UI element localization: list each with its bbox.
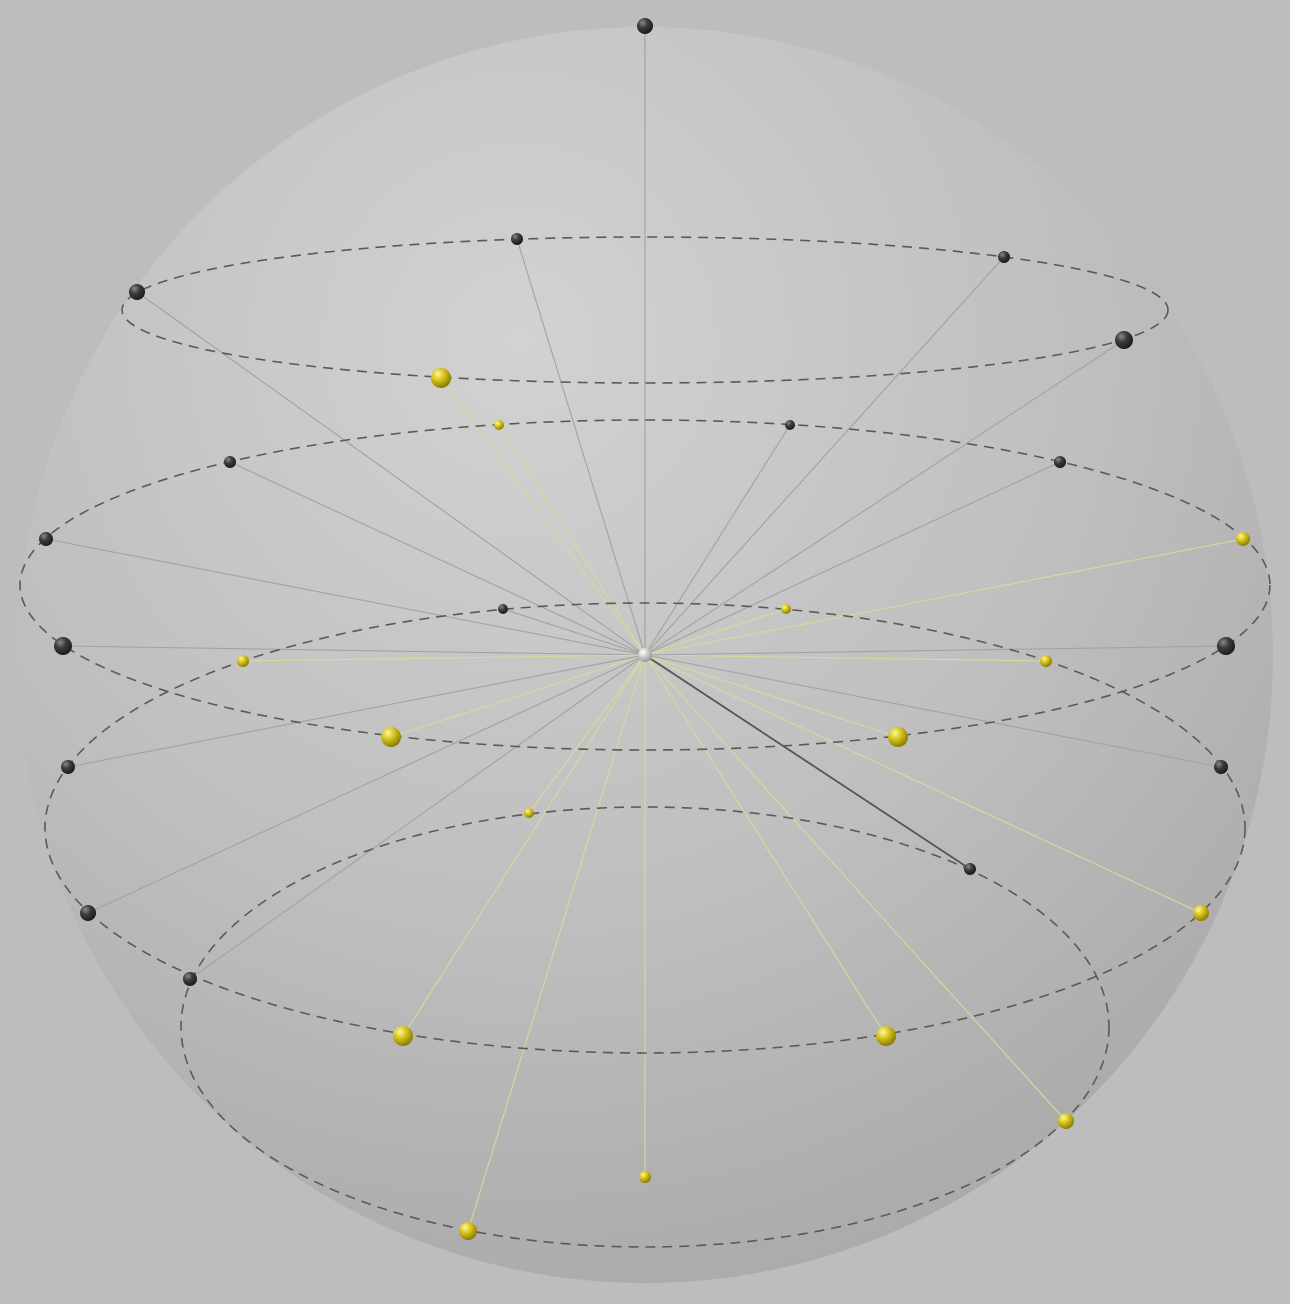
lower-middle-ring	[44, 602, 1246, 1054]
center-node	[638, 648, 652, 662]
yellow-node	[381, 727, 401, 747]
spoke-line	[644, 608, 787, 656]
spoke-line	[644, 654, 1047, 662]
bottom-ring	[180, 806, 1110, 1248]
spoke-line	[136, 291, 646, 656]
yellow-node	[781, 604, 791, 614]
yellow-node	[524, 808, 534, 818]
spoke-line	[644, 654, 1202, 914]
spoke-line	[644, 654, 887, 1037]
spoke-line	[189, 654, 646, 980]
dark-node	[80, 905, 96, 921]
dark-node	[1115, 331, 1133, 349]
yellow-node	[431, 368, 451, 388]
dark-node	[1054, 456, 1066, 468]
spoke-line	[516, 238, 646, 656]
spoke-line	[498, 424, 646, 656]
dark-node	[224, 456, 236, 468]
spoke-line	[62, 645, 646, 656]
dark-node	[54, 637, 72, 655]
yellow-node	[876, 1026, 896, 1046]
dark-node	[498, 604, 508, 614]
top-ring	[121, 236, 1169, 384]
dark-node	[183, 972, 197, 986]
yellow-node	[494, 420, 504, 430]
spoke-line	[87, 654, 646, 914]
spoke-line	[644, 424, 791, 656]
dark-node	[511, 233, 523, 245]
dark-node	[129, 284, 145, 300]
dark-node	[1217, 637, 1235, 655]
spoke-line	[67, 654, 646, 768]
yellow-node	[1236, 532, 1250, 546]
spoke-line	[644, 256, 1005, 656]
yellow-node	[459, 1222, 477, 1240]
spoke-line	[644, 645, 1227, 656]
dark-node	[1214, 760, 1228, 774]
upper-middle-ring	[19, 419, 1271, 751]
dark-node	[964, 863, 976, 875]
spoke-line	[528, 654, 646, 814]
yellow-node	[1193, 905, 1209, 921]
nodes-layer	[39, 18, 1250, 1240]
rings-layer	[19, 236, 1271, 1248]
spoke-line	[644, 654, 899, 738]
spoke-line	[402, 654, 646, 1037]
spoke-line	[502, 608, 646, 656]
spoke-line	[644, 654, 1222, 768]
spoke-line	[242, 654, 646, 662]
spoke-line	[390, 654, 646, 738]
spoke-line	[229, 461, 646, 656]
spoke-line	[644, 654, 1067, 1122]
dark-node	[61, 760, 75, 774]
dark-node	[39, 532, 53, 546]
spoke-line	[644, 654, 971, 870]
spoke-line	[440, 377, 646, 656]
yellow-node	[639, 1171, 651, 1183]
spoke-line	[644, 339, 1125, 656]
yellow-node	[393, 1026, 413, 1046]
yellow-node	[888, 727, 908, 747]
spoke-line	[644, 461, 1061, 656]
yellow-node	[237, 655, 249, 667]
spoke-line	[644, 538, 1244, 656]
spoke-line	[467, 654, 646, 1232]
yellow-node	[1058, 1113, 1074, 1129]
dark-node	[998, 251, 1010, 263]
dark-node	[785, 420, 795, 430]
pole-node	[637, 18, 653, 34]
spoke-line	[45, 538, 646, 656]
spokes-layer	[45, 26, 1244, 1232]
yellow-node	[1040, 655, 1052, 667]
